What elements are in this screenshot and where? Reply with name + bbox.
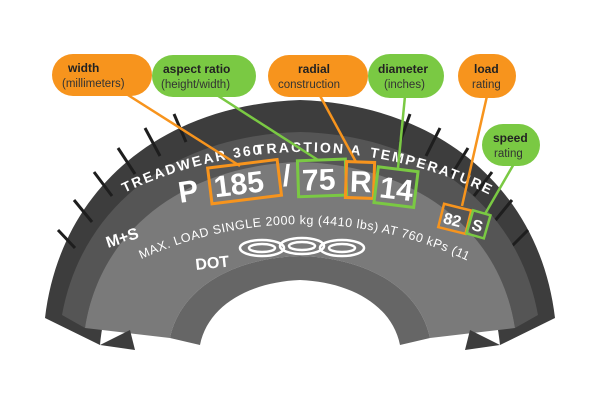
callout-radial: radial construction <box>268 55 368 97</box>
callout-width: width (millimeters) <box>52 54 152 96</box>
callout-radial-title: radial <box>298 62 330 76</box>
code-construction: R <box>349 166 372 200</box>
tread-blocks <box>56 113 530 250</box>
tire-lower-rib <box>170 256 430 345</box>
callout-diameter-subtitle: (inches) <box>384 79 425 91</box>
callout-diameter: diameter (inches) <box>368 54 444 98</box>
callout-width-subtitle: (millimeters) <box>62 78 125 90</box>
callout-aspect-title: aspect ratio <box>163 62 230 76</box>
traction-text: TRACTION A <box>255 139 364 159</box>
code-width: 185 <box>212 165 266 204</box>
callout-speed: speed rating <box>482 124 540 166</box>
code-speed: S <box>470 217 485 236</box>
callout-diameter-title: diameter <box>378 62 428 76</box>
radial-box <box>343 159 377 201</box>
tire-size-code: P 185 / 75 R 14 82 S <box>176 157 492 240</box>
callout-load-subtitle: rating <box>472 79 501 91</box>
callout-aspect: aspect ratio (height/width) <box>152 55 256 97</box>
callout-speed-subtitle: rating <box>494 148 523 160</box>
callout-radial-subtitle: construction <box>278 79 340 91</box>
code-load: 82 <box>441 210 462 231</box>
speed-box <box>464 208 492 240</box>
code-aspect: 75 <box>302 163 337 197</box>
width-box <box>205 157 284 206</box>
tire-shoulder <box>62 132 538 328</box>
tire-tread-ring <box>45 100 555 345</box>
callout-load-title: load <box>474 62 499 76</box>
dot-mark: DOT <box>195 254 231 274</box>
callout-aspect-subtitle: (height/width) <box>161 79 230 91</box>
code-diameter: 14 <box>378 171 415 208</box>
diameter-box <box>372 165 420 210</box>
dot-code-ovals <box>238 236 366 258</box>
code-slash: / <box>282 160 293 193</box>
callout-load: load rating <box>458 54 516 98</box>
load-box <box>436 202 473 236</box>
callout-speed-title: speed <box>493 131 528 145</box>
callout-leaders <box>119 88 517 215</box>
callout-width-title: width <box>67 61 99 75</box>
